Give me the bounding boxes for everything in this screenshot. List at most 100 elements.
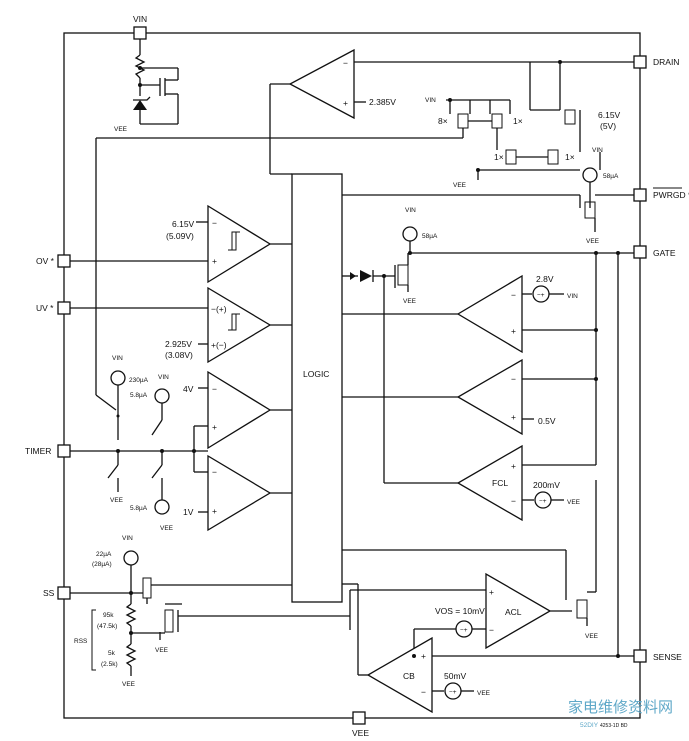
svg-text:−: − bbox=[421, 687, 426, 697]
svg-text:VEE: VEE bbox=[586, 238, 600, 245]
svg-text:5.8µA: 5.8µA bbox=[130, 392, 148, 399]
svg-text:8×: 8× bbox=[438, 116, 448, 126]
mirror-fet-8x bbox=[457, 113, 469, 129]
svg-text:VEE: VEE bbox=[122, 681, 136, 688]
svg-text:6.15V: 6.15V bbox=[172, 219, 195, 229]
mirror-fet-1x-left bbox=[505, 149, 517, 165]
pin-uv: UV * bbox=[36, 301, 71, 315]
pin-ss: SS bbox=[43, 586, 71, 600]
svg-text:1×: 1× bbox=[494, 152, 504, 162]
drain-comparator: − + 2.385V bbox=[269, 48, 634, 175]
svg-text:家电维修资料网: 家电维修资料网 bbox=[568, 699, 673, 716]
mirror-fet-1x-right bbox=[547, 149, 559, 165]
svg-text:2.925V: 2.925V bbox=[165, 339, 192, 349]
svg-text:200mV: 200mV bbox=[533, 480, 560, 490]
svg-text:+: + bbox=[489, 587, 494, 597]
gate-bus bbox=[594, 251, 620, 656]
svg-text:−: − bbox=[489, 625, 494, 635]
svg-text:1×: 1× bbox=[565, 152, 575, 162]
svg-text:+: + bbox=[212, 422, 217, 432]
svg-text:+: + bbox=[511, 461, 516, 471]
uv-comparator: −(+) +(−) 2.925V (3.08V) bbox=[70, 286, 292, 364]
vin-clamp-network: VEE bbox=[114, 39, 179, 133]
svg-text:TIMER: TIMER bbox=[25, 446, 51, 456]
svg-text:(2.5k): (2.5k) bbox=[101, 661, 118, 668]
svg-text:(5V): (5V) bbox=[600, 121, 616, 131]
logic-block: LOGIC bbox=[291, 173, 343, 603]
pin-drain: DRAIN bbox=[633, 55, 679, 69]
svg-text:4V: 4V bbox=[183, 384, 194, 394]
svg-text:5k: 5k bbox=[108, 650, 116, 657]
mirror-fet-615 bbox=[564, 109, 576, 125]
svg-text:FCL: FCL bbox=[492, 478, 508, 488]
svg-text:230µA: 230µA bbox=[129, 377, 149, 384]
svg-text:RSS: RSS bbox=[74, 638, 88, 645]
svg-text:+: + bbox=[511, 326, 516, 336]
timer-switch-1 bbox=[95, 394, 117, 411]
current-source-58ua-timer-bottom bbox=[154, 499, 170, 515]
timer-comparator-4v: − + 4V bbox=[183, 370, 292, 451]
comparator-05v: − + 0.5V bbox=[342, 358, 596, 436]
pin-gate: GATE bbox=[633, 245, 676, 259]
svg-text:(5.09V): (5.09V) bbox=[166, 231, 194, 241]
svg-text:VIN: VIN bbox=[112, 355, 123, 362]
svg-text:VIN: VIN bbox=[592, 147, 603, 154]
watermark: 家电维修资料网 52DIY bbox=[568, 699, 673, 729]
svg-text:+: + bbox=[511, 412, 516, 422]
svg-text:−+: −+ bbox=[460, 627, 468, 634]
pin-ov: OV * bbox=[36, 254, 71, 268]
current-mirror-network: VIN 8× 1× 6.15V (5V) 1× 1× VEE VIN bbox=[96, 60, 621, 208]
svg-text:−: − bbox=[343, 58, 348, 68]
current-source-58ua-top bbox=[582, 167, 598, 183]
svg-text:CB: CB bbox=[403, 671, 415, 681]
arrow-icon bbox=[350, 272, 356, 280]
svg-text:5.8µA: 5.8µA bbox=[130, 505, 148, 512]
svg-text:VIN: VIN bbox=[567, 293, 578, 300]
resistor-5k bbox=[125, 643, 137, 667]
current-source-58ua-timer-top bbox=[154, 388, 170, 404]
ic-boundary bbox=[63, 32, 641, 719]
timer-comparator-1v: − + 1V bbox=[183, 449, 292, 532]
acl-output-fet bbox=[576, 599, 588, 619]
svg-text:VEE: VEE bbox=[160, 525, 174, 532]
svg-text:50mV: 50mV bbox=[444, 671, 467, 681]
svg-text:−: − bbox=[212, 467, 217, 477]
svg-text:+: + bbox=[212, 506, 217, 516]
svg-text:SS: SS bbox=[43, 588, 55, 598]
svg-text:−: − bbox=[212, 218, 217, 228]
gate-pulldown-fet bbox=[397, 264, 409, 286]
gate-comparator-28v: − + −+ 2.8V VIN bbox=[342, 274, 596, 354]
svg-text:−+: −+ bbox=[449, 689, 457, 696]
svg-text:DRAIN: DRAIN bbox=[653, 57, 679, 67]
ss-network: VIN 22µA (28µA) 95k (47.5k) 5k (2.5k) VE… bbox=[70, 535, 350, 688]
svg-text:+: + bbox=[421, 651, 426, 661]
resistor-95k bbox=[125, 603, 137, 627]
ov-comparator: − + 6.15V (5.09V) bbox=[70, 204, 292, 284]
svg-text:58µA: 58µA bbox=[603, 173, 619, 180]
svg-text:−(+): −(+) bbox=[211, 304, 227, 314]
pin-vin: VIN bbox=[133, 14, 147, 40]
svg-text:58µA: 58µA bbox=[422, 233, 438, 240]
svg-text:PWRGD *: PWRGD * bbox=[653, 190, 689, 200]
svg-text:+: + bbox=[212, 256, 217, 266]
svg-text:LOGIC: LOGIC bbox=[303, 369, 329, 379]
pin-sense: SENSE bbox=[633, 649, 682, 663]
svg-text:1×: 1× bbox=[513, 116, 523, 126]
svg-text:+: + bbox=[343, 98, 348, 108]
svg-text:VEE: VEE bbox=[567, 499, 581, 506]
svg-text:52DIY: 52DIY bbox=[580, 722, 599, 729]
svg-text:6.15V: 6.15V bbox=[598, 110, 621, 120]
svg-text:VEE: VEE bbox=[155, 647, 169, 654]
svg-text:22µA: 22µA bbox=[96, 551, 112, 558]
svg-text:VEE: VEE bbox=[352, 728, 369, 738]
svg-text:VEE: VEE bbox=[114, 126, 128, 133]
svg-text:+(−): +(−) bbox=[211, 340, 227, 350]
svg-text:VIN: VIN bbox=[405, 207, 416, 214]
fcl-amplifier: + − FCL −+ 200mV VEE bbox=[456, 444, 596, 522]
acl-amplifier: + − ACL VEE −+ VOS = 10mV bbox=[342, 480, 599, 656]
pin-pwrgd: PWRGD * bbox=[633, 187, 689, 202]
svg-text:95k: 95k bbox=[103, 612, 114, 619]
mirror-fet-1x-top bbox=[491, 113, 503, 129]
